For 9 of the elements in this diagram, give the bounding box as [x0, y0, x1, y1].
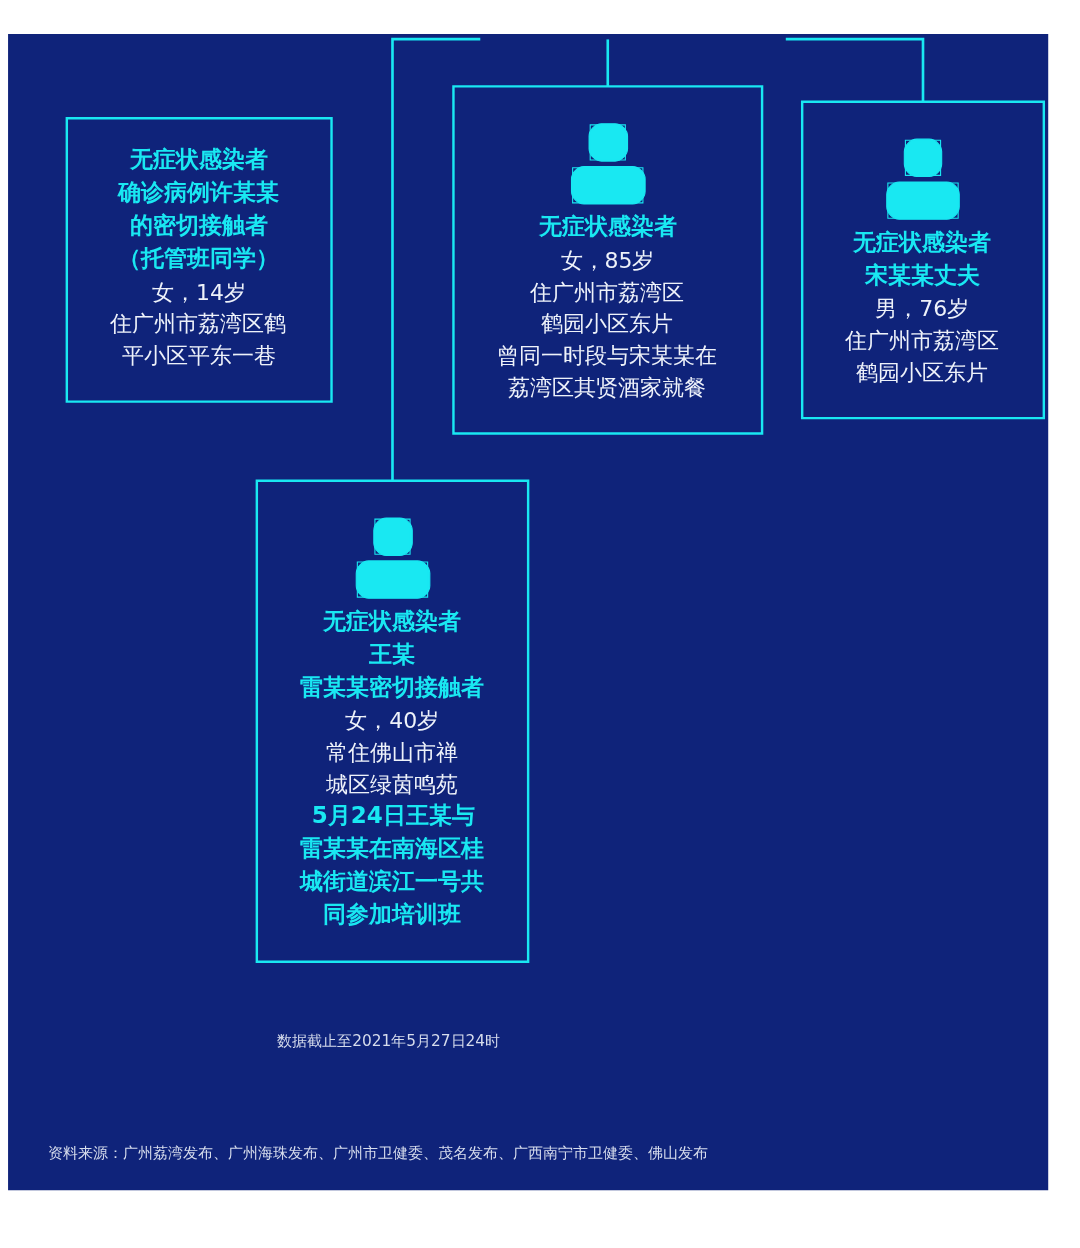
node-box: 无症状感染者 女，85岁 住广州市荔湾区鹤园小区东片 曾同一时段与宋某某在荔湾区其贤酒家就餐 [452, 85, 764, 435]
label: 数据截止至2021年5月27日24时 [277, 1031, 501, 1050]
node-box: 无症状感染者 确诊病例许某某的密切接触者（托管班同学） 女，14岁 住广州市荔湾区鹤平小区平东一巷 [65, 117, 333, 403]
connector [391, 37, 481, 481]
node-box: 无症状感染者 宋某某丈夫 男，76岁 住广州市荔湾区鹤园小区东片 [800, 100, 1046, 420]
connector [606, 39, 610, 86]
label: 资料来源：广州荔湾发布、广州海珠发布、广州市卫健委、茂名发布、广西南宁市卫健委、佛山发布 [47, 1143, 708, 1162]
node-box: 无症状感染者 王某 雷某某密切接触者 女，40岁 常住佛山市禅城区绿茵鸣苑 5月24日王某与雷某某在南海区桂城街道滨江一号共同参加培训班 [255, 479, 530, 963]
connector [785, 37, 925, 102]
